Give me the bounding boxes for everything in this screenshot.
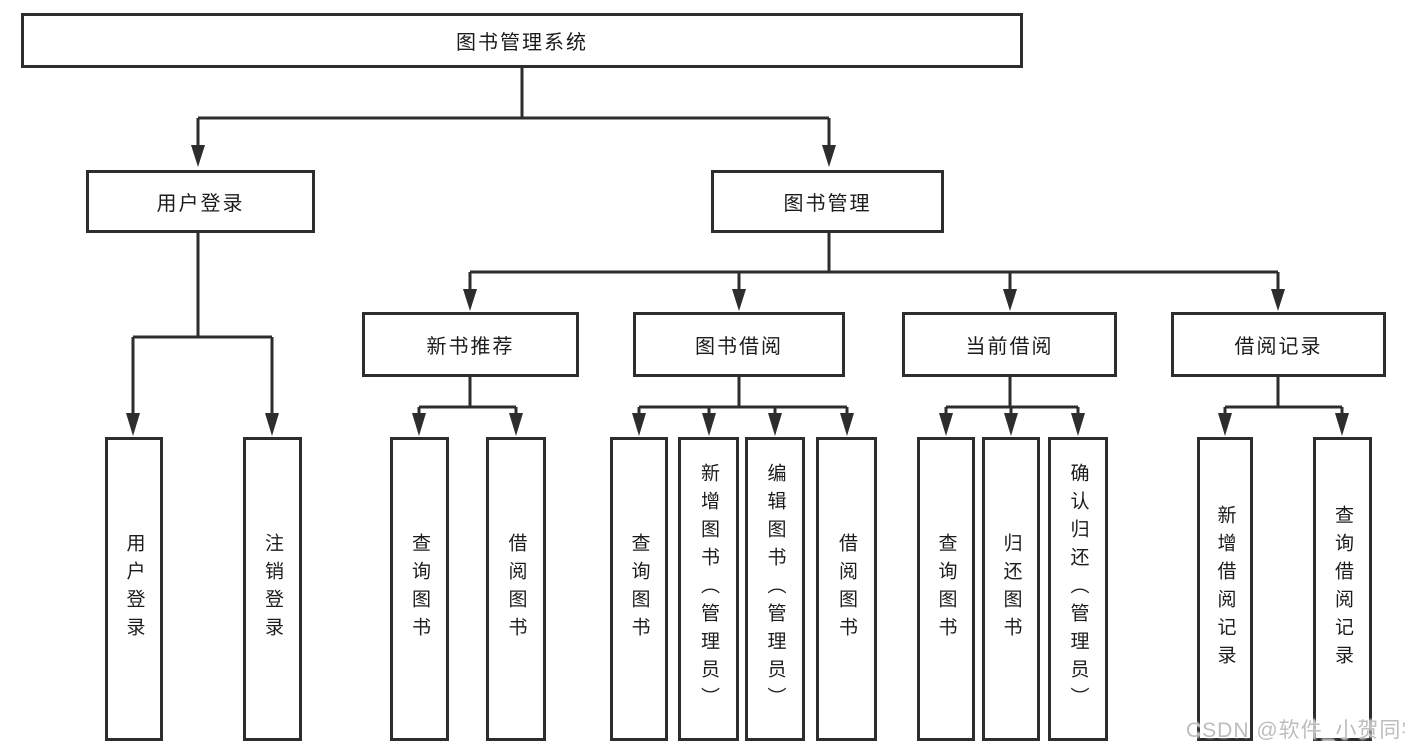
- node-confirm-return-admin: 确认归还（管理员）: [1048, 437, 1108, 741]
- node-label: 查询图书: [628, 533, 650, 645]
- node-label: 新书推荐: [426, 336, 515, 358]
- node-label: 查询借阅记录: [1332, 505, 1353, 673]
- node-label: 用户登录: [156, 193, 245, 215]
- node-label: 新增借阅记录: [1214, 505, 1236, 673]
- node-edit-books-admin: 编辑图书（管理员）: [745, 437, 805, 741]
- node-add-books-admin: 新增图书（管理员）: [678, 437, 739, 741]
- node-label: 图书管理: [783, 193, 872, 215]
- node-label: 新增图书（管理员）: [698, 463, 719, 715]
- node-borrow-records: 借阅记录: [1171, 312, 1386, 377]
- node-new-book-recommend: 新书推荐: [362, 312, 579, 377]
- node-label: 归还图书: [1000, 533, 1022, 645]
- node-query-books-3: 查询图书: [917, 437, 975, 741]
- node-logout-op: 注销登录: [243, 437, 302, 741]
- arrowheads: [126, 145, 1349, 436]
- node-label: 图书管理系统: [456, 32, 588, 54]
- node-label: 确认归还（管理员）: [1067, 463, 1089, 715]
- node-borrow-books-1: 借阅图书: [486, 437, 546, 741]
- node-borrow-books-2: 借阅图书: [816, 437, 877, 741]
- node-label: 编辑图书（管理员）: [764, 463, 786, 715]
- node-user-login-op: 用户登录: [105, 437, 163, 741]
- node-current-borrow: 当前借阅: [902, 312, 1117, 377]
- node-label: 当前借阅: [965, 336, 1054, 358]
- node-label: 借阅记录: [1234, 336, 1323, 358]
- node-book-management: 图书管理: [711, 170, 944, 233]
- connector-paths: [131, 68, 1344, 416]
- node-label: 借阅图书: [836, 533, 857, 645]
- node-root: 图书管理系统: [21, 13, 1023, 68]
- node-return-books: 归还图书: [982, 437, 1040, 741]
- csdn-watermark: CSDN @软件_小贺同学: [1186, 719, 1405, 742]
- node-label: 借阅图书: [505, 533, 527, 645]
- node-query-books-2: 查询图书: [610, 437, 668, 741]
- node-user-login: 用户登录: [86, 170, 315, 233]
- node-query-books-1: 查询图书: [390, 437, 449, 741]
- node-label: 注销登录: [262, 533, 283, 645]
- node-label: 查询图书: [935, 533, 957, 645]
- node-label: 用户登录: [123, 533, 145, 645]
- node-label: 图书借阅: [695, 336, 783, 358]
- node-add-borrow-record: 新增借阅记录: [1197, 437, 1253, 741]
- node-query-borrow-record: 查询借阅记录: [1313, 437, 1372, 741]
- node-label: 查询图书: [409, 533, 430, 645]
- node-book-borrow: 图书借阅: [633, 312, 845, 377]
